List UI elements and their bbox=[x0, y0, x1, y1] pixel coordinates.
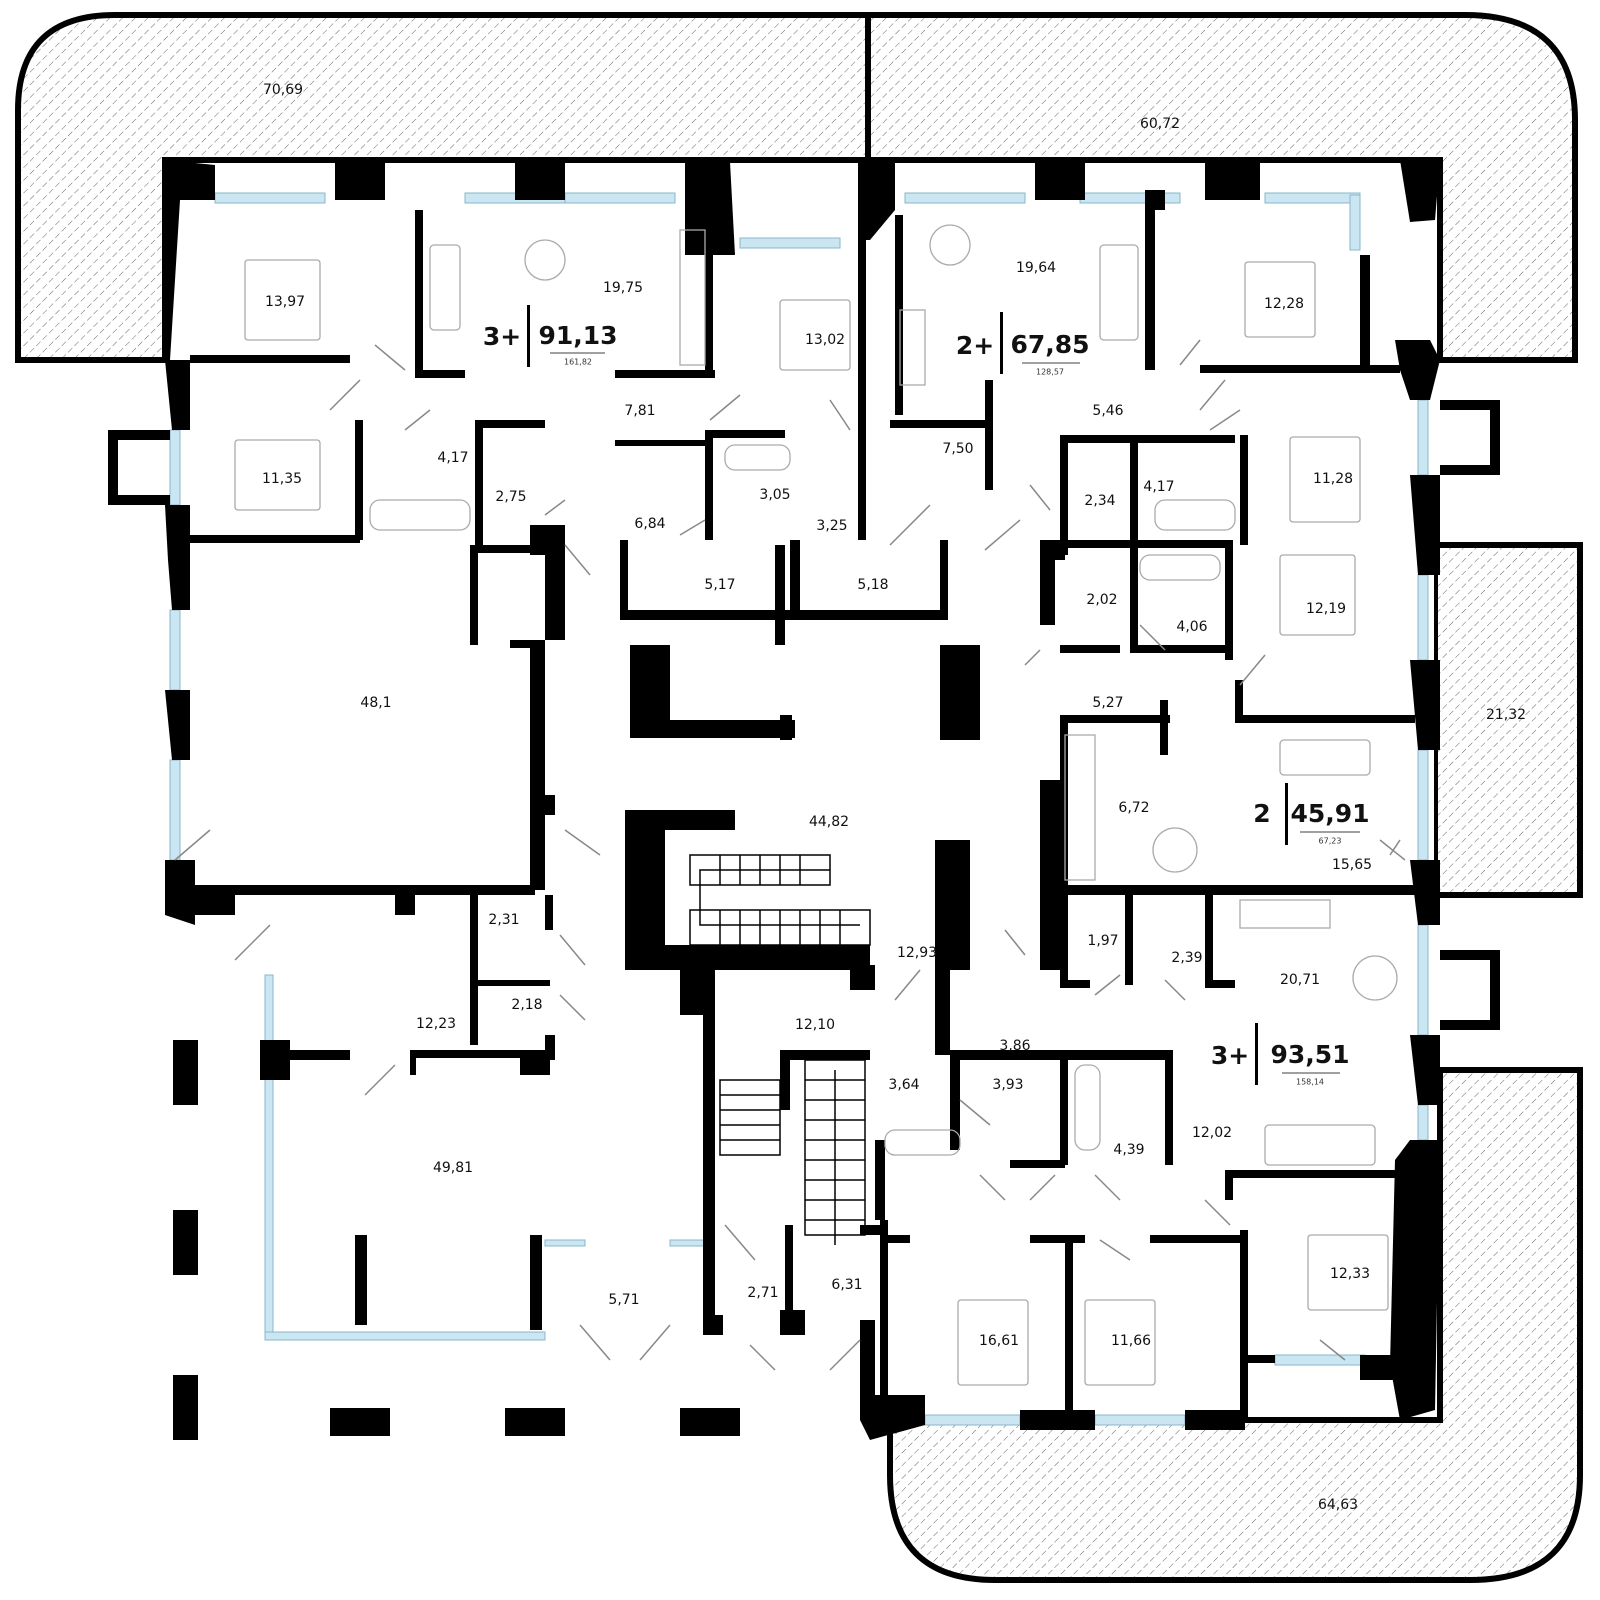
room-area-label: 12,93 bbox=[897, 945, 937, 961]
room-labels: 13,97 19,75 13,02 7,81 11,35 4,17 2,75 3… bbox=[262, 260, 1372, 1349]
room-area-label: 13,97 bbox=[265, 294, 305, 310]
apartment-area: 91,13 bbox=[538, 321, 617, 350]
terrace-label: 64,63 bbox=[1318, 1497, 1358, 1513]
room-area-label: 5,46 bbox=[1092, 403, 1123, 419]
room-area-label: 2,75 bbox=[495, 489, 526, 505]
room-area-label: 12,33 bbox=[1330, 1266, 1370, 1282]
terrace-label: 70,69 bbox=[263, 82, 303, 98]
room-area-label: 11,35 bbox=[262, 471, 302, 487]
room-area-label: 5,27 bbox=[1092, 695, 1123, 711]
terrace-label: 21,32 bbox=[1486, 707, 1526, 723]
room-area-label: 19,75 bbox=[603, 280, 643, 296]
room-area-label: 3,93 bbox=[992, 1077, 1023, 1093]
interior bbox=[172, 195, 1434, 1415]
apartment-total-area: 158,14 bbox=[1296, 1078, 1324, 1087]
room-area-label: 2,02 bbox=[1086, 592, 1117, 608]
apartment-type: 2+ bbox=[956, 331, 994, 360]
room-area-label: 5,18 bbox=[857, 577, 888, 593]
room-area-label: 2,18 bbox=[511, 997, 542, 1013]
room-area-label: 3,86 bbox=[999, 1038, 1030, 1054]
room-area-label: 4,06 bbox=[1176, 619, 1207, 635]
room-area-label: 15,65 bbox=[1332, 857, 1372, 873]
terrace-top-right bbox=[865, 12, 1578, 363]
room-area-label: 13,02 bbox=[805, 332, 845, 348]
apartment-total-area: 128,57 bbox=[1036, 368, 1064, 377]
room-area-label: 6,72 bbox=[1118, 800, 1149, 816]
apartment-total-area: 67,23 bbox=[1319, 837, 1342, 846]
furniture bbox=[234, 224, 1398, 1386]
room-area-label: 12,23 bbox=[416, 1016, 456, 1032]
room-area-label: 12,28 bbox=[1264, 296, 1304, 312]
room-area-label: 4,17 bbox=[437, 450, 468, 466]
room-area-label: 5,71 bbox=[608, 1292, 639, 1308]
room-area-label: 11,28 bbox=[1313, 471, 1353, 487]
room-area-label: 3,64 bbox=[888, 1077, 919, 1093]
stairs bbox=[689, 854, 871, 1245]
room-area-label: 12,10 bbox=[795, 1017, 835, 1033]
terrace-right bbox=[1432, 542, 1583, 898]
room-area-label: 4,39 bbox=[1113, 1142, 1144, 1158]
room-area-label: 4,17 bbox=[1143, 479, 1174, 495]
room-area-label: 2,71 bbox=[747, 1285, 778, 1301]
apartment-area: 67,85 bbox=[1010, 330, 1089, 359]
room-area-label: 2,31 bbox=[488, 912, 519, 928]
apartment-area: 45,91 bbox=[1290, 799, 1369, 828]
apartment-badge-1: 3+ 91,13 161,82 bbox=[483, 305, 618, 367]
room-area-label: 44,82 bbox=[809, 814, 849, 830]
apartment-type: 3+ bbox=[483, 322, 521, 351]
apartment-area: 93,51 bbox=[1270, 1040, 1349, 1069]
apartment-total-area: 161,82 bbox=[564, 358, 592, 367]
walls bbox=[108, 160, 1500, 1440]
room-area-label: 11,66 bbox=[1111, 1333, 1151, 1349]
room-area-label: 12,02 bbox=[1192, 1125, 1232, 1141]
room-area-label: 20,71 bbox=[1280, 972, 1320, 988]
terrace-labels: 70,69 60,72 21,32 64,63 bbox=[263, 82, 1526, 1513]
apartment-badges: 3+ 91,13 161,82 2+ 67,85 128,57 2 45,91 … bbox=[483, 305, 1370, 1087]
room-area-label: 12,19 bbox=[1306, 601, 1346, 617]
apartment-badge-4: 3+ 93,51 158,14 bbox=[1211, 1023, 1350, 1087]
apartment-type: 2 bbox=[1253, 799, 1270, 828]
doors bbox=[174, 339, 1406, 1371]
room-area-label: 2,39 bbox=[1171, 950, 1202, 966]
terraces bbox=[15, 12, 1583, 1583]
room-area-label: 6,84 bbox=[634, 516, 665, 532]
room-area-label: 2,34 bbox=[1084, 493, 1115, 509]
room-area-label: 3,05 bbox=[759, 487, 790, 503]
room-area-label: 3,25 bbox=[816, 518, 847, 534]
apartment-type: 3+ bbox=[1211, 1041, 1249, 1070]
room-area-label: 49,81 bbox=[433, 1160, 473, 1176]
apartment-badge-3: 2 45,91 67,23 bbox=[1253, 783, 1370, 846]
room-area-label: 48,1 bbox=[360, 695, 391, 711]
apartment-badge-2: 2+ 67,85 128,57 bbox=[956, 312, 1090, 377]
room-area-label: 16,61 bbox=[979, 1333, 1019, 1349]
room-area-label: 19,64 bbox=[1016, 260, 1056, 276]
room-area-label: 6,31 bbox=[831, 1277, 862, 1293]
room-area-label: 5,17 bbox=[704, 577, 735, 593]
room-area-label: 7,81 bbox=[624, 403, 655, 419]
terrace-bottom-right bbox=[887, 1067, 1583, 1583]
room-area-label: 1,97 bbox=[1087, 933, 1118, 949]
room-area-label: 7,50 bbox=[942, 441, 973, 457]
terrace-label: 60,72 bbox=[1140, 116, 1180, 132]
